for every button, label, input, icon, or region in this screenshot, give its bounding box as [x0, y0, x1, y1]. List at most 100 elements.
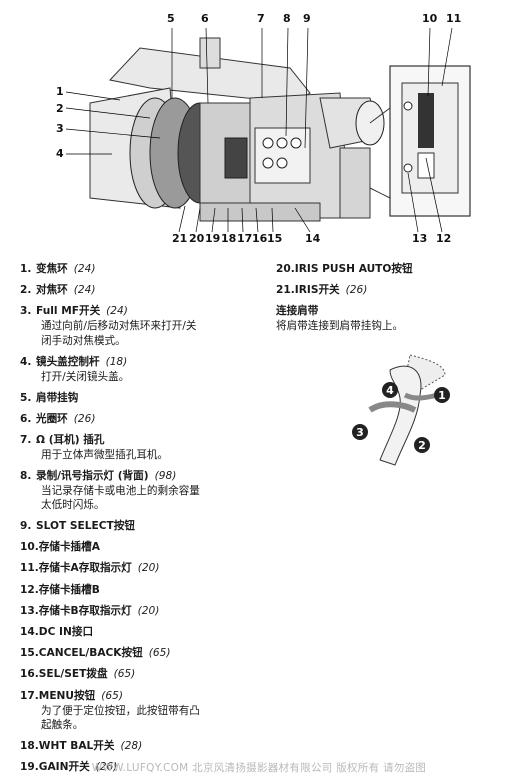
part-item: 21.IRIS开关(26): [276, 283, 506, 298]
strap-heading: 连接肩带: [276, 305, 319, 318]
callout-8: 8: [283, 12, 291, 25]
part-name: 光圈环: [36, 412, 68, 425]
page-reference: (65): [101, 689, 123, 702]
callout-5: 5: [167, 12, 175, 25]
strap-description: 将肩带连接到肩带挂钩上。: [276, 320, 404, 333]
callout-9: 9: [303, 12, 311, 25]
part-number: 15.: [20, 647, 39, 660]
part-item: 6. 光圈环 (26): [20, 412, 270, 427]
callout-1: 1: [56, 85, 64, 98]
part-number: 13.: [20, 604, 39, 617]
part-number: 12.: [20, 583, 39, 596]
part-item: 14.DC IN接口: [20, 625, 270, 640]
callout-17: 17: [237, 232, 253, 245]
callout-3: 3: [56, 122, 64, 135]
part-name: MENU按钮: [38, 689, 96, 702]
part-item: 3.Full MF开关(24)通过向前/后移动对焦环来打开/关闭手动对焦模式。: [20, 304, 270, 348]
callout-2: 2: [56, 102, 64, 115]
part-name: 变焦环: [36, 263, 68, 275]
part-name: GAIN开关: [38, 761, 90, 774]
part-item: 13.存储卡B存取指示灯(20): [20, 604, 270, 619]
page-reference: (18): [105, 355, 128, 368]
page-reference: (98): [154, 469, 177, 482]
part-number: 19.: [20, 761, 39, 774]
part-number: 11.: [20, 562, 39, 575]
part-number: 14.: [20, 626, 39, 638]
part-number: 17.: [20, 689, 39, 702]
callout-16: 16: [252, 232, 268, 245]
callout-6: 6: [201, 12, 209, 25]
part-item: 2.对焦环(24): [20, 283, 270, 298]
part-number: 10.: [20, 541, 39, 554]
camera-illustration: [65, 27, 471, 233]
callout-18: 18: [221, 232, 237, 245]
part-name: 肩带挂钩: [36, 391, 79, 404]
part-number: 8.: [20, 469, 32, 482]
part-name: 存储卡插槽A: [38, 541, 100, 554]
part-description: 闭手动对焦模式。: [41, 334, 126, 347]
part-description: 当记录存储卡或电池上的剩余容量: [41, 484, 200, 497]
part-item: 19.GAIN开关 (26): [20, 760, 270, 775]
part-number: 16.: [20, 668, 39, 681]
page-reference: (24): [73, 284, 96, 297]
page-reference: (26): [345, 284, 368, 297]
part-name: 存储卡A存取指示灯: [38, 562, 132, 575]
part-item: 8.录制/讯号指示灯 (背面)(98)当记录存储卡或电池上的剩余容量太低时闪烁。: [20, 469, 270, 513]
callout-12: 12: [436, 232, 452, 245]
callout-21: 21: [172, 232, 188, 245]
part-item: 18.WHT BAL开关(28): [20, 739, 270, 754]
page-reference: (26): [95, 761, 118, 774]
strap-step-4: 4: [386, 384, 394, 397]
strap-step-1: 1: [438, 389, 446, 402]
callout-11: 11: [446, 12, 462, 25]
part-name: 存储卡插槽B: [38, 583, 100, 596]
part-item: 15.CANCEL/BACK按钮 (65): [20, 646, 270, 661]
part-number: 7.: [20, 433, 32, 446]
part-item: 12.存储卡插槽B: [20, 583, 270, 598]
part-item: 16.SEL/SET拨盘 (65): [20, 667, 270, 682]
part-number: 20.: [276, 263, 295, 275]
part-item: 9. SLOT SELECT按钮: [20, 519, 270, 534]
part-number: 1.: [20, 263, 32, 275]
page-reference: (65): [148, 647, 171, 660]
watermark: WWW.LUFQY.COM 北京风清扬摄影器材有限公司 版权所有 请勿盗图: [91, 762, 427, 774]
page-reference: (20): [137, 604, 160, 617]
part-name: SEL/SET拨盘: [38, 668, 108, 681]
strap-step-3: 3: [356, 426, 364, 439]
part-description: 打开/关闭镜头盖。: [41, 370, 130, 383]
part-item: 11.存储卡A存取指示灯 (20): [20, 561, 270, 576]
part-name: Full MF开关: [36, 305, 101, 318]
part-name: 录制/讯号指示灯 (背面): [36, 469, 149, 482]
part-name: IRIS PUSH AUTO按钮: [294, 263, 413, 275]
page-reference: (20): [137, 562, 160, 575]
strap-diagram: 4 1 2 3: [350, 350, 470, 470]
callout-15: 15: [267, 232, 283, 245]
page-reference: (65): [113, 668, 136, 681]
callout-10: 10: [422, 12, 438, 25]
part-item: 10.存储卡插槽A: [20, 540, 270, 555]
part-number: 4.: [20, 355, 32, 368]
part-name: CANCEL/BACK按钮: [38, 647, 143, 660]
part-name: DC IN接口: [38, 626, 94, 638]
page-reference: (24): [73, 263, 96, 275]
part-item: 20.IRIS PUSH AUTO按钮: [276, 262, 506, 277]
part-name: WHT BAL开关: [38, 739, 115, 752]
callout-14: 14: [305, 232, 321, 245]
part-number: 9.: [20, 520, 32, 533]
part-description: 通过向前/后移动对焦环来打开/关: [41, 320, 197, 333]
page-reference: (24): [106, 305, 128, 318]
parts-list-left: 1.变焦环(24)2.对焦环(24)3.Full MF开关(24)通过向前/后移…: [20, 262, 270, 781]
part-item: 7.Ω (耳机) 插孔用于立体声微型插孔耳机。: [20, 433, 270, 463]
callout-13: 13: [412, 232, 428, 245]
part-number: 21.: [276, 284, 295, 297]
page-reference: (26): [73, 412, 96, 425]
part-number: 5.: [20, 391, 32, 404]
callout-19: 19: [205, 232, 221, 245]
callout-20: 20: [189, 232, 205, 245]
part-number: 6.: [20, 412, 32, 425]
page-reference: (28): [120, 739, 143, 752]
part-name: SLOT SELECT按钮: [36, 520, 135, 533]
part-item: 4.镜头盖控制杆(18)打开/关闭镜头盖。: [20, 355, 270, 385]
strap-step-2: 2: [418, 439, 426, 452]
part-item: 17.MENU按钮(65)为了便于定位按钮，此按钮带有凸起触条。: [20, 689, 270, 733]
